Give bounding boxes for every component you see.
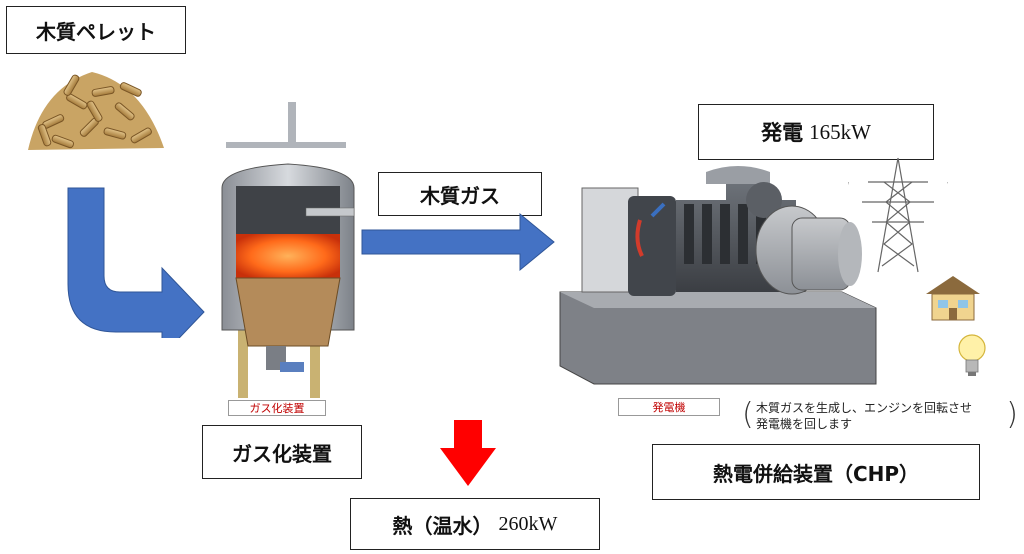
generator-image [559, 166, 877, 385]
light-bulb-icon [958, 334, 986, 376]
wood-gas-label: 木質ガス [378, 172, 542, 216]
gasifier-label: ガス化装置 [202, 425, 362, 479]
pellet-to-gasifier-arrow [67, 187, 205, 338]
generator-note-line2: 発電機を回します [756, 417, 853, 431]
wood-pellet-label: 木質ペレット [6, 6, 186, 54]
generator-note-line1: 木質ガスを生成し、エンジンを回転させ [756, 401, 973, 415]
gasifier-image [221, 102, 355, 398]
generator-note: 木質ガスを生成し、エンジンを回転させ 発電機を回します [742, 398, 1018, 432]
generator-caption: 発電機 [618, 398, 720, 416]
wood-gas-text: 木質ガス [420, 183, 500, 208]
power-tower-icon [848, 157, 948, 273]
power-value: 165kW [809, 119, 871, 144]
house-icon [926, 276, 980, 321]
heat-down-arrow [440, 420, 496, 486]
pellet-pile-image [28, 72, 164, 150]
heat-title: 熱（温水） [392, 513, 493, 538]
chp-label: 熱電併給装置（CHP） [652, 444, 980, 500]
gasifier-text: ガス化装置 [232, 441, 332, 466]
power-title: 発電 [761, 121, 804, 145]
heat-output-label: 熱（温水）260kW [350, 498, 600, 550]
gas-to-generator-arrow [361, 212, 555, 272]
gasifier-caption: ガス化装置 [228, 400, 326, 416]
heat-value: 260kW [498, 512, 558, 535]
wood-pellet-text: 木質ペレット [36, 19, 156, 44]
chp-text: 熱電併給装置（CHP） [712, 461, 920, 486]
